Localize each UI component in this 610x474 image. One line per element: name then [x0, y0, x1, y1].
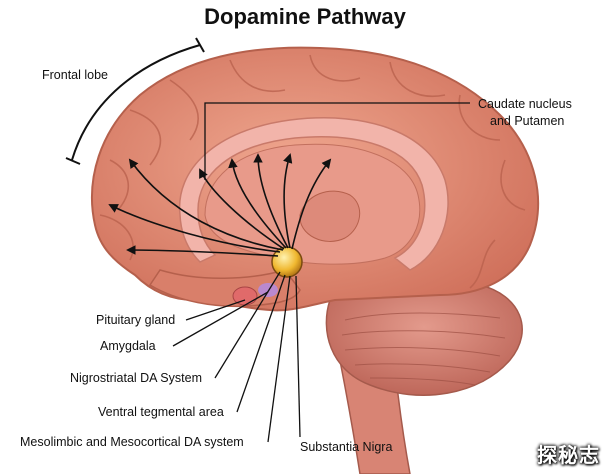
label-caudate-1: Caudate nucleus [478, 97, 572, 111]
frontal-lobe-bracket [71, 44, 201, 161]
amygdala-shape [258, 283, 278, 297]
label-vta: Ventral tegmental area [98, 405, 224, 419]
label-amygdala: Amygdala [100, 339, 156, 353]
label-nigrostriatal: Nigrostriatal DA System [70, 371, 202, 385]
caudate-leader [204, 102, 470, 180]
temporal-lobe [148, 269, 301, 308]
leader-lines [172, 271, 301, 443]
label-frontal-lobe: Frontal lobe [42, 68, 109, 82]
pathway-arrows [108, 153, 332, 257]
gyri-lines [99, 54, 526, 289]
label-substantia-nigra: Substantia Nigra [300, 440, 393, 454]
label-pituitary: Pituitary gland [96, 313, 176, 327]
label-caudate-2: and Putamen [490, 114, 565, 128]
label-mesolimbic: Mesolimbic and Mesocortical DA system [20, 435, 244, 449]
watermark-logo: 探秘志 [537, 443, 600, 467]
corpus-callosum [178, 117, 449, 271]
thalamus-core [299, 190, 360, 242]
diagram-title: Dopamine Pathway [204, 4, 406, 29]
cerebellum-folds [341, 312, 506, 386]
